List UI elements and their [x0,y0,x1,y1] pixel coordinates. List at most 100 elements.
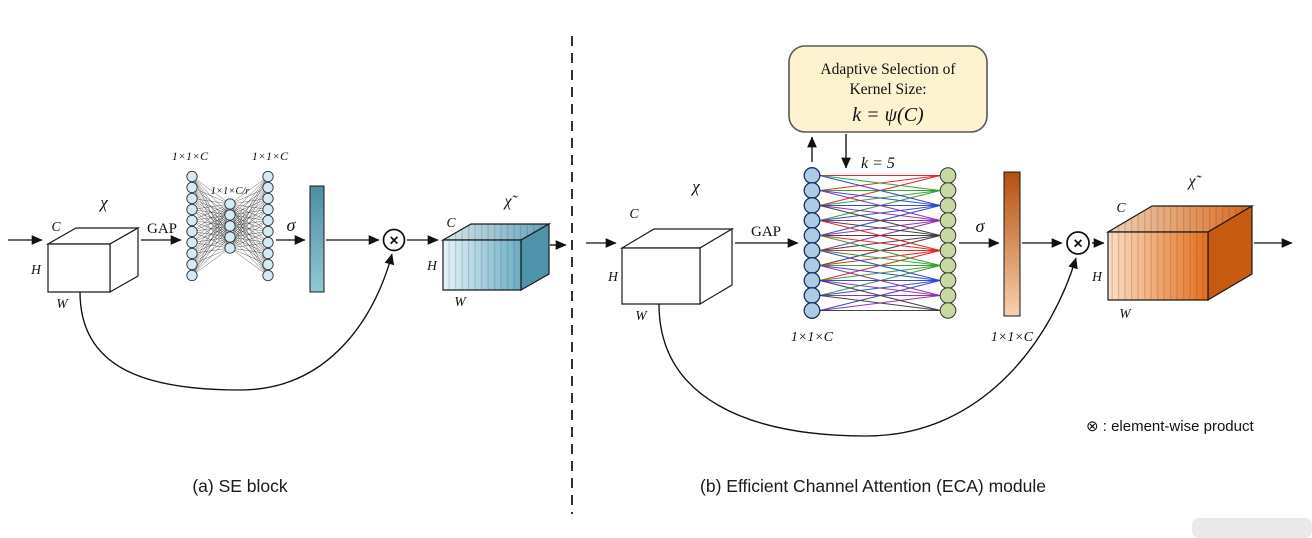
conv-output-node [939,302,957,319]
legend-elementwise-product: ⊗ : element-wise product [1086,418,1254,435]
mlp-node [262,247,274,260]
conv-output-node [939,197,957,214]
conv-output-node [939,182,957,199]
conv-edge [819,189,941,222]
mlp-node [262,214,274,227]
panel-se-block: χ C H W GAP 1×1×C 1×1×C/r 1×1×C σ × [8,149,567,496]
elementwise-product-operator: × [382,228,406,252]
gap-label: GAP [147,221,177,237]
skip-connection [658,257,1078,437]
mlp-edge [229,247,269,265]
conv-edge [819,234,941,267]
mlp-node [224,220,236,232]
tensor-top-stripes [1108,206,1252,232]
mlp-node [186,170,198,183]
sigma-label: σ [976,216,986,236]
mlp-edge [229,198,269,249]
skip-connection [79,253,395,391]
mlp-node [262,225,274,238]
mlp-node [186,181,198,194]
gap-vector-node [803,242,821,259]
mlp-edge [191,225,231,276]
conv-edge [819,234,941,252]
multiply-icon: × [389,233,398,250]
conv-edge [819,249,941,282]
mlp-edge [191,203,231,265]
mlp-edge [229,176,269,238]
mlp-edge [191,203,231,254]
tensor-front-stripes [1108,232,1208,300]
mlp-edge [191,203,231,221]
tensor-front-face [621,247,701,305]
conv-edge [819,279,941,312]
conv-output-node [939,257,957,274]
tensor-top-stripes [443,224,549,240]
mlp-node [262,181,274,194]
mlp-node [186,236,198,249]
conv-edge [819,264,941,297]
elementwise-product-operator: × [1066,231,1090,255]
mlp-edge [229,220,269,249]
mlp-mid-dim-label: 1×1×C/r [211,186,251,197]
se-mlp-network [186,170,274,282]
conv-edge [819,264,941,282]
mlp-node [262,170,274,183]
w-label: W [635,308,648,323]
adaptive-box-line2: Kernel Size: [849,81,926,98]
mlp-node [186,214,198,227]
mlp-node [186,192,198,205]
h-label: H [426,258,438,273]
conv-edge [819,174,941,207]
multiply-circle [382,228,406,252]
gap-label: GAP [751,224,781,240]
mlp-edge [191,203,231,232]
weight-bar-dim-label: 1×1×C [991,330,1034,345]
mlp-edge [191,203,231,243]
mlp-node [262,192,274,205]
mlp-node [224,231,236,243]
mlp-edge [191,247,231,276]
h-label: H [1091,269,1103,284]
mlp-edge [229,231,269,249]
mlp-edge [191,198,231,205]
mlp-node [224,242,236,254]
adaptive-kernel-box: Adaptive Selection of Kernel Size: k = ψ… [788,45,988,133]
panel-a-caption: (a) SE block [192,476,288,496]
tensor-front-stripes [443,240,521,290]
conv-edge [819,204,941,222]
multiply-circle [1066,231,1090,255]
mlp-node [262,203,274,216]
output-tensor: χ̃ C H W [1091,173,1255,321]
gap-vector-node [803,197,821,214]
mlp-edge [229,242,269,249]
conv-edge [819,174,941,192]
mlp-node [186,203,198,216]
output-tensor: χ̃ C H W [426,193,552,309]
mlp-node [186,258,198,271]
conv-output-node [939,227,957,244]
w-label: W [56,296,69,311]
mlp-node [186,247,198,260]
eca-conv1d-network [803,167,957,319]
w-label: W [454,294,467,309]
input-tensor: χ C H W [30,193,141,311]
kernel-size-value: k = 5 [861,155,895,172]
h-label: H [30,262,42,277]
conv-output-node [939,287,957,304]
sigma-label: σ [287,215,297,235]
adaptive-box-line1: Adaptive Selection of [820,61,956,78]
c-label: C [51,219,61,234]
gap-vector-dim-label: 1×1×C [791,330,834,345]
mlp-edge [191,236,231,276]
tensor-front-face [47,243,111,293]
c-label: C [629,206,639,221]
conv-edge [819,294,941,312]
mlp-out-dim-label: 1×1×C [252,149,289,163]
conv-edge [819,219,941,252]
mlp-edge [229,209,269,249]
mlp-edge [229,176,269,249]
chi-label: χ [690,177,700,196]
panel-eca-module: χ C H W GAP Adaptive Selection of Kernel… [586,45,1293,496]
mlp-edge [229,176,269,227]
